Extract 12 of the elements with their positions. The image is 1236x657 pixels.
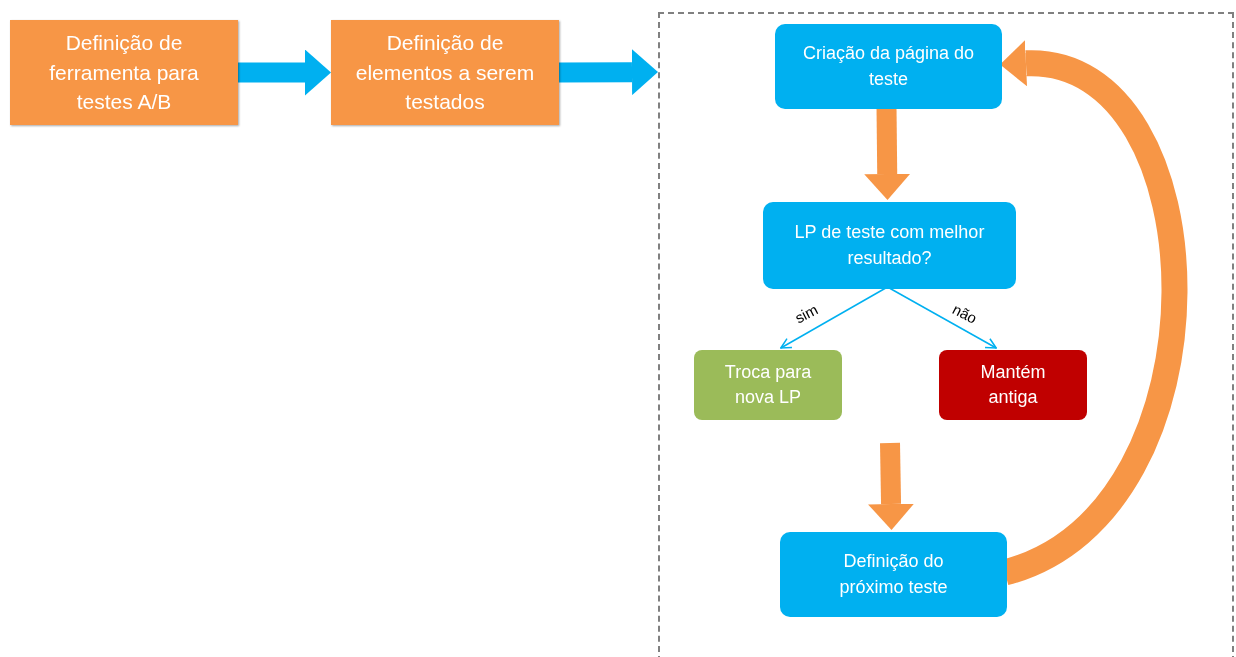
process-box: Definição do próximo teste: [780, 532, 1007, 617]
block-arrow: [558, 49, 658, 96]
process-box: Definição de elementos a serem testados: [331, 20, 559, 125]
process-box: Troca para nova LP: [694, 350, 842, 420]
process-box: LP de teste com melhor resultado?: [763, 202, 1016, 289]
process-box: Criação da página do teste: [775, 24, 1002, 109]
block-arrow: [868, 442, 915, 530]
block-arrow: [238, 49, 331, 96]
block-arrow: [864, 106, 911, 200]
process-box: Definição de ferramenta para testes A/B: [10, 20, 238, 125]
dashed-frame: [658, 12, 1234, 657]
process-box: Mantém antiga: [939, 350, 1087, 420]
